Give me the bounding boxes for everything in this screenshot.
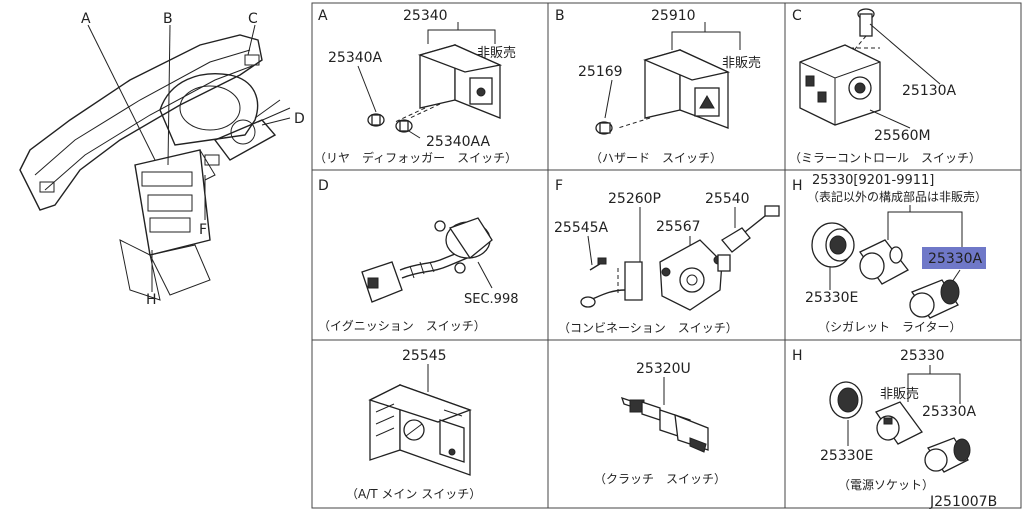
panel-d-letter: D: [318, 178, 329, 194]
panel-a-part-25340aa: 25340AA: [426, 134, 491, 150]
panel-a-letter: A: [318, 8, 328, 24]
panel-h1-highlight-box: [922, 247, 986, 269]
panel-c-letter: C: [792, 8, 802, 24]
overview-label-f: F: [199, 222, 207, 238]
panel-h1-part-25330e: 25330E: [805, 290, 858, 306]
panel-f: F 25260P 25540 25545A 25567 （コンビネーション スイ…: [554, 178, 780, 335]
panel-at-caption: （A/T メイン スイッチ）: [346, 487, 481, 501]
panel-h2-part-25330e: 25330E: [820, 448, 873, 464]
panel-h1-part-25330-range: 25330[9201-9911]: [812, 173, 934, 188]
panel-at-switch: 25545 （A/T メイン スイッチ）: [346, 348, 481, 501]
panel-h2-letter: H: [792, 348, 803, 364]
panel-h2-part-25330a: 25330A: [922, 404, 977, 420]
panel-b-caption: （ハザード スイッチ）: [590, 151, 722, 165]
overview-label-h: H: [146, 292, 157, 308]
overview-label-c: C: [248, 11, 258, 27]
overview-label-a: A: [81, 11, 91, 27]
panel-b-part-25910: 25910: [651, 8, 696, 24]
panel-c: C 25130A 25560M （ミラーコントロール スイッチ）: [789, 8, 981, 165]
panel-b-part-25169: 25169: [578, 64, 623, 80]
panel-a-not-sold: 非販売: [477, 45, 516, 61]
panel-a-caption: （リヤ ディフォッガー スイッチ）: [314, 150, 517, 165]
panel-h1-note: （表記以外の構成部品は非販売）: [807, 189, 987, 204]
panel-h-socket: H 25330 非販売 25330A 25330E （電源ソケット）: [792, 348, 977, 492]
panel-clutch-switch: 25320U （クラッチ スイッチ）: [594, 361, 726, 486]
panel-c-part-25560m: 25560M: [874, 128, 931, 144]
panel-f-letter: F: [555, 178, 563, 194]
panel-c-caption: （ミラーコントロール スイッチ）: [789, 151, 981, 165]
overview-label-d: D: [294, 111, 305, 127]
panel-h1-part-25330a: 25330A: [928, 251, 983, 267]
panel-d-section-ref: SEC.998: [464, 292, 519, 307]
panel-f-caption: （コンビネーション スイッチ）: [558, 321, 738, 335]
panel-h2-caption: （電源ソケット）: [838, 478, 934, 492]
panel-d: D SEC.998 （イグニッション スイッチ）: [318, 178, 519, 333]
overview-label-b: B: [163, 11, 173, 27]
panel-h1-caption: （シガレット ライター）: [818, 320, 962, 334]
panel-b-letter: B: [555, 8, 565, 24]
diagram-code: J251007B: [929, 494, 997, 510]
panel-b: B 25910 25169 非販売 （ハザード スイッチ）: [555, 8, 761, 165]
panel-h-lighter: H 25330[9201-9911] （表記以外の構成部品は非販売） 25330…: [792, 173, 987, 334]
panel-a-part-25340a: 25340A: [328, 50, 383, 66]
panel-c-part-25130a: 25130A: [902, 83, 957, 99]
panel-cl-part-25320u: 25320U: [636, 361, 691, 377]
overview-dashboard: A B C D F H: [19, 11, 305, 308]
panel-a: A 25340 25340A 非販売 25340AA （リヤ ディフォッガー ス…: [314, 8, 517, 165]
panel-f-part-25545a: 25545A: [554, 220, 609, 236]
panel-b-not-sold: 非販売: [722, 55, 761, 71]
panel-h2-part-25330: 25330: [900, 348, 945, 364]
panel-h2-not-sold: 非販売: [880, 386, 919, 402]
panel-d-caption: （イグニッション スイッチ）: [318, 319, 486, 333]
panel-f-part-25540: 25540: [705, 191, 750, 207]
panel-cl-caption: （クラッチ スイッチ）: [594, 472, 726, 486]
panel-a-part-25340: 25340: [403, 8, 448, 24]
panel-grid: [311, 2, 1022, 509]
panel-f-part-25567: 25567: [656, 219, 701, 235]
panel-h1-letter: H: [792, 178, 803, 194]
panel-at-part-25545: 25545: [402, 348, 447, 364]
panel-f-part-25260p: 25260P: [608, 191, 661, 207]
